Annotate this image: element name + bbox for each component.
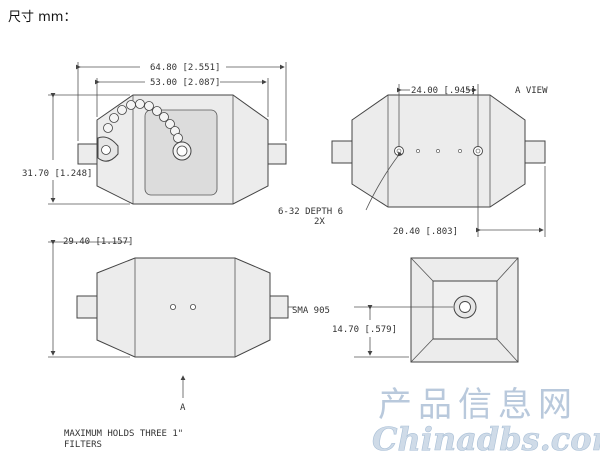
label-sma-connector: SMA 905: [292, 306, 330, 316]
dim-side-offset: 20.40 [.803]: [393, 227, 458, 237]
note-line-1: MAXIMUM HOLDS THREE 1": [64, 429, 183, 439]
dim-hole-spacing: 24.00 [.945]: [411, 86, 476, 96]
watermark-cn: 产品信息网: [378, 385, 578, 425]
a-view-dimensions: [365, 84, 546, 237]
end-view-dimensions: [354, 305, 453, 358]
bottom-left-view: [76, 257, 289, 358]
dim-body-length: 53.00 [2.087]: [150, 78, 220, 88]
bottom-left-dimensions: [48, 240, 296, 398]
dim-end-height: 14.70 [.579]: [332, 325, 397, 335]
end-view: [410, 257, 519, 363]
dim-thread-qty: 2X: [314, 217, 325, 227]
label-arrow-a: A: [180, 403, 186, 413]
caption-units: 尺寸 mm：: [8, 10, 77, 25]
dim-overall-length: 64.80 [2.551]: [150, 63, 220, 73]
top-left-view: [77, 94, 287, 205]
a-view: [331, 94, 546, 208]
top-left-dimensions: [48, 62, 287, 205]
dim-height: 31.70 [1.248]: [22, 169, 92, 179]
label-a-view: A VIEW: [515, 86, 548, 96]
note-line-2: FILTERS: [64, 440, 102, 450]
dim-bottom-width: 29.40 [1.157]: [63, 237, 133, 247]
dim-thread: 6-32 DEPTH 6: [278, 207, 343, 217]
bead-chain: [103, 99, 183, 143]
watermark-en: Chinadbs.com: [372, 420, 600, 456]
